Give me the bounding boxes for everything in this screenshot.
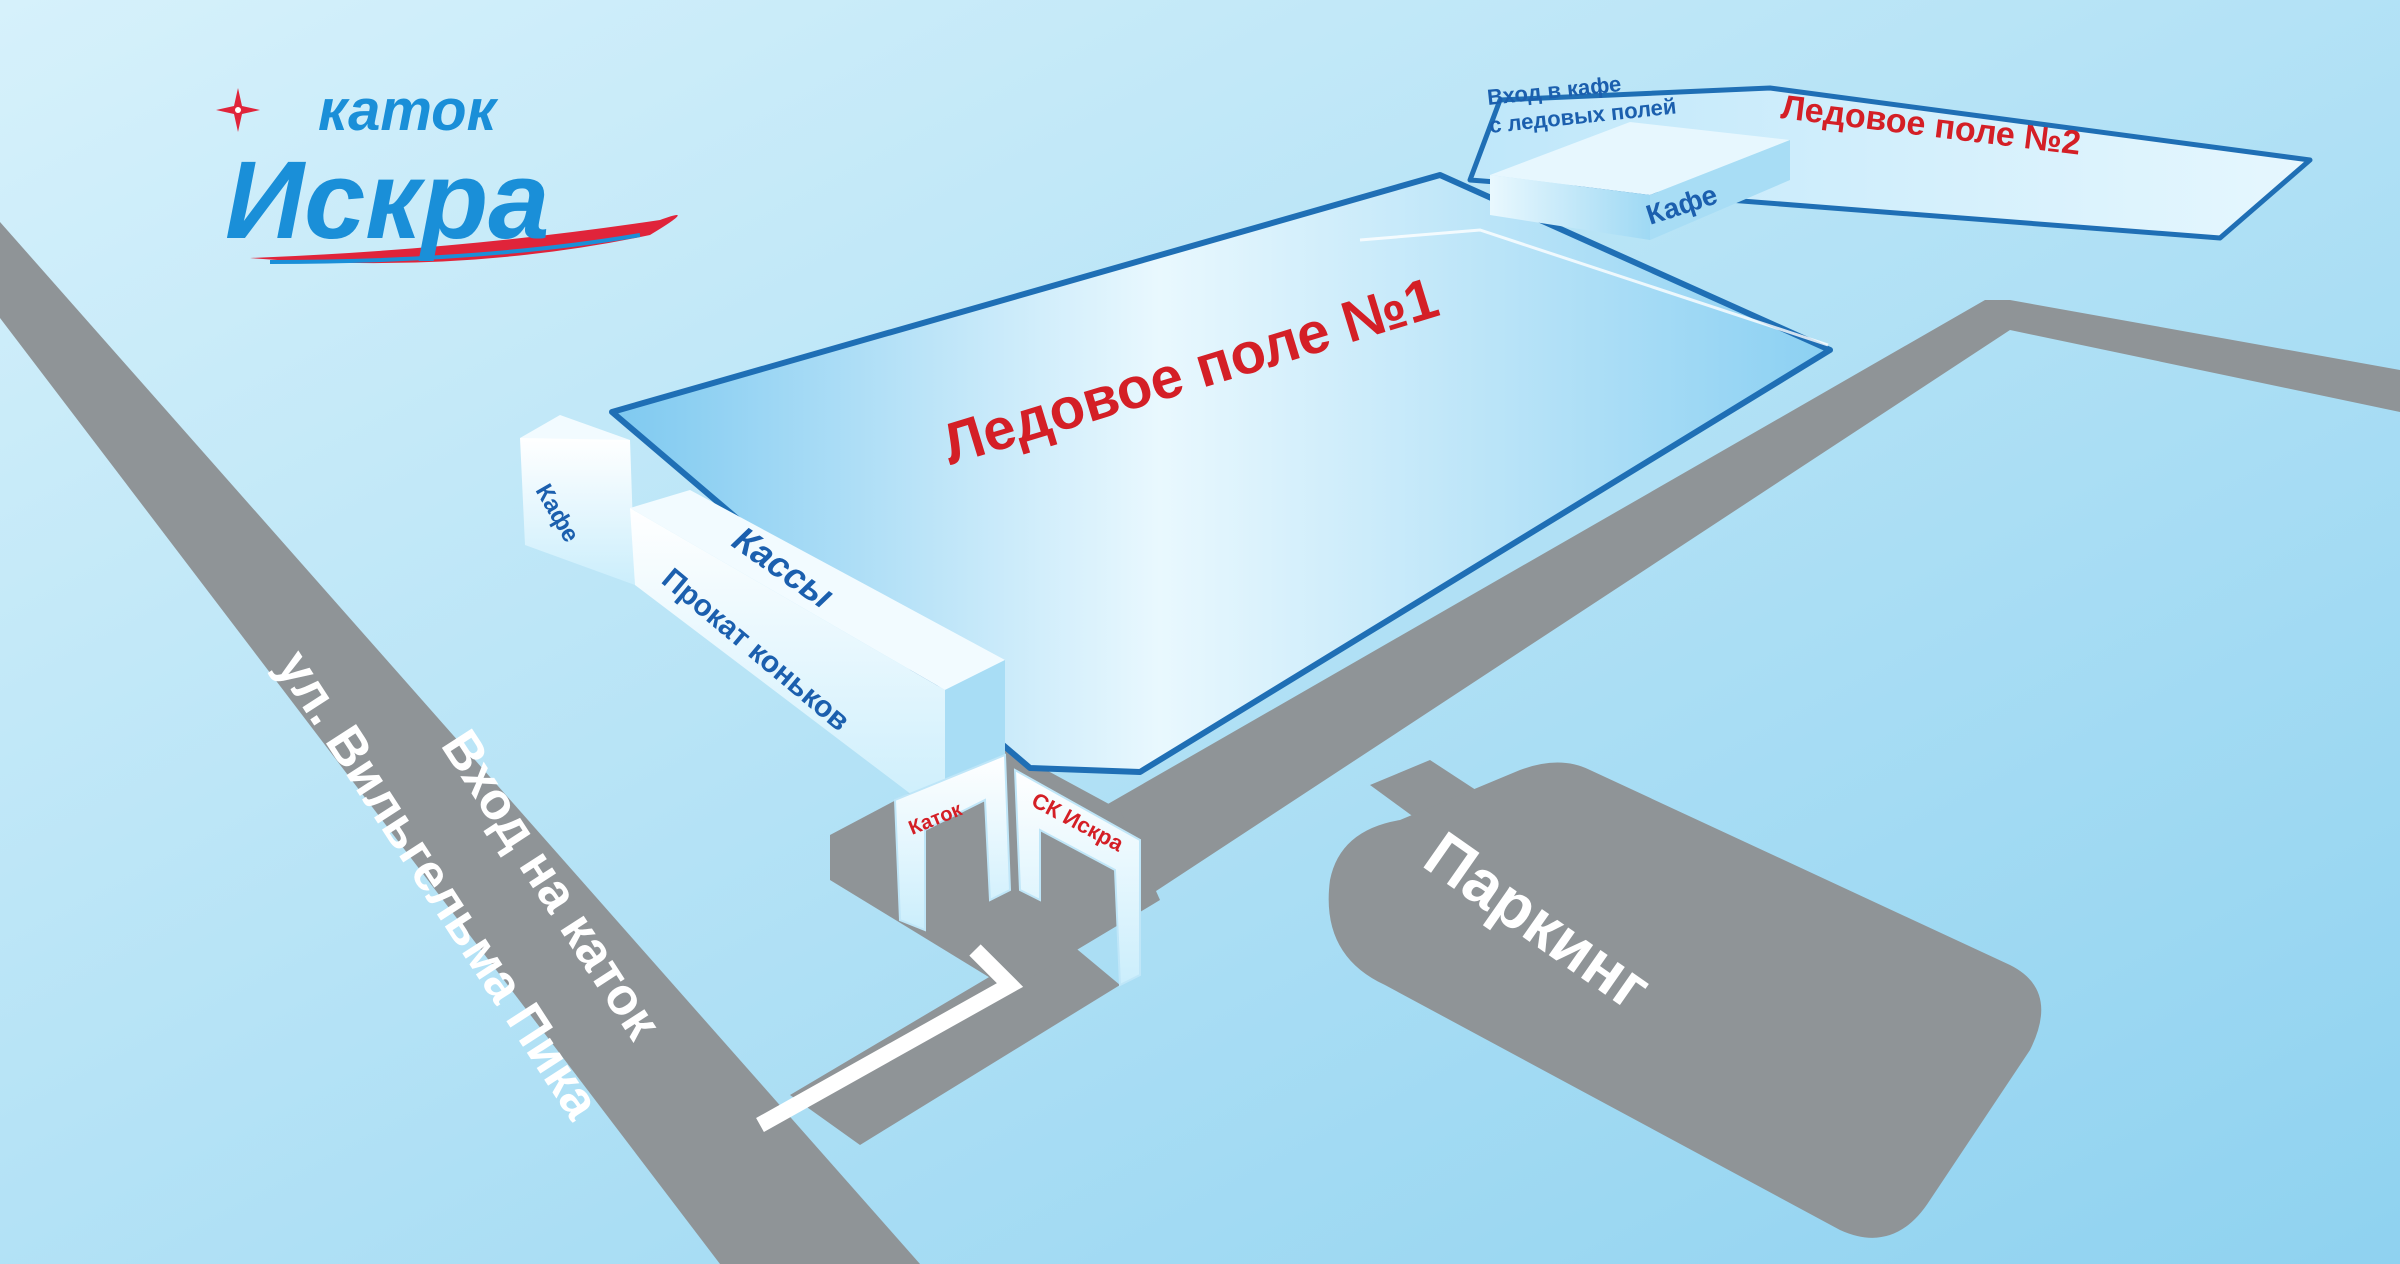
logo: каток Искра [216,78,678,264]
access-road [790,935,1120,1145]
cashier-building-front [630,508,945,820]
rink-side-road [1080,300,2400,895]
cafe-right-building-front [1490,175,1650,240]
gate-right [1013,768,1141,987]
ice-field-2 [1467,85,2313,241]
logo-line1: каток [318,78,499,143]
cafe-left-building [520,438,635,585]
entrance-arrow-icon [756,944,1024,1132]
cafe-right-building-top [1490,122,1790,195]
sparkle-icon [216,88,260,132]
parking-lot [1328,762,2042,1238]
logo-swoosh [250,215,678,264]
cafe-right-building-side [1650,140,1790,240]
logo-line2: Искра [225,139,549,262]
street-road [0,222,920,1264]
gate-left [893,753,1012,932]
logo-swoosh-blue [269,233,641,264]
cashier-building-top [630,490,1005,690]
ice-field-1-rim [1359,228,1829,347]
